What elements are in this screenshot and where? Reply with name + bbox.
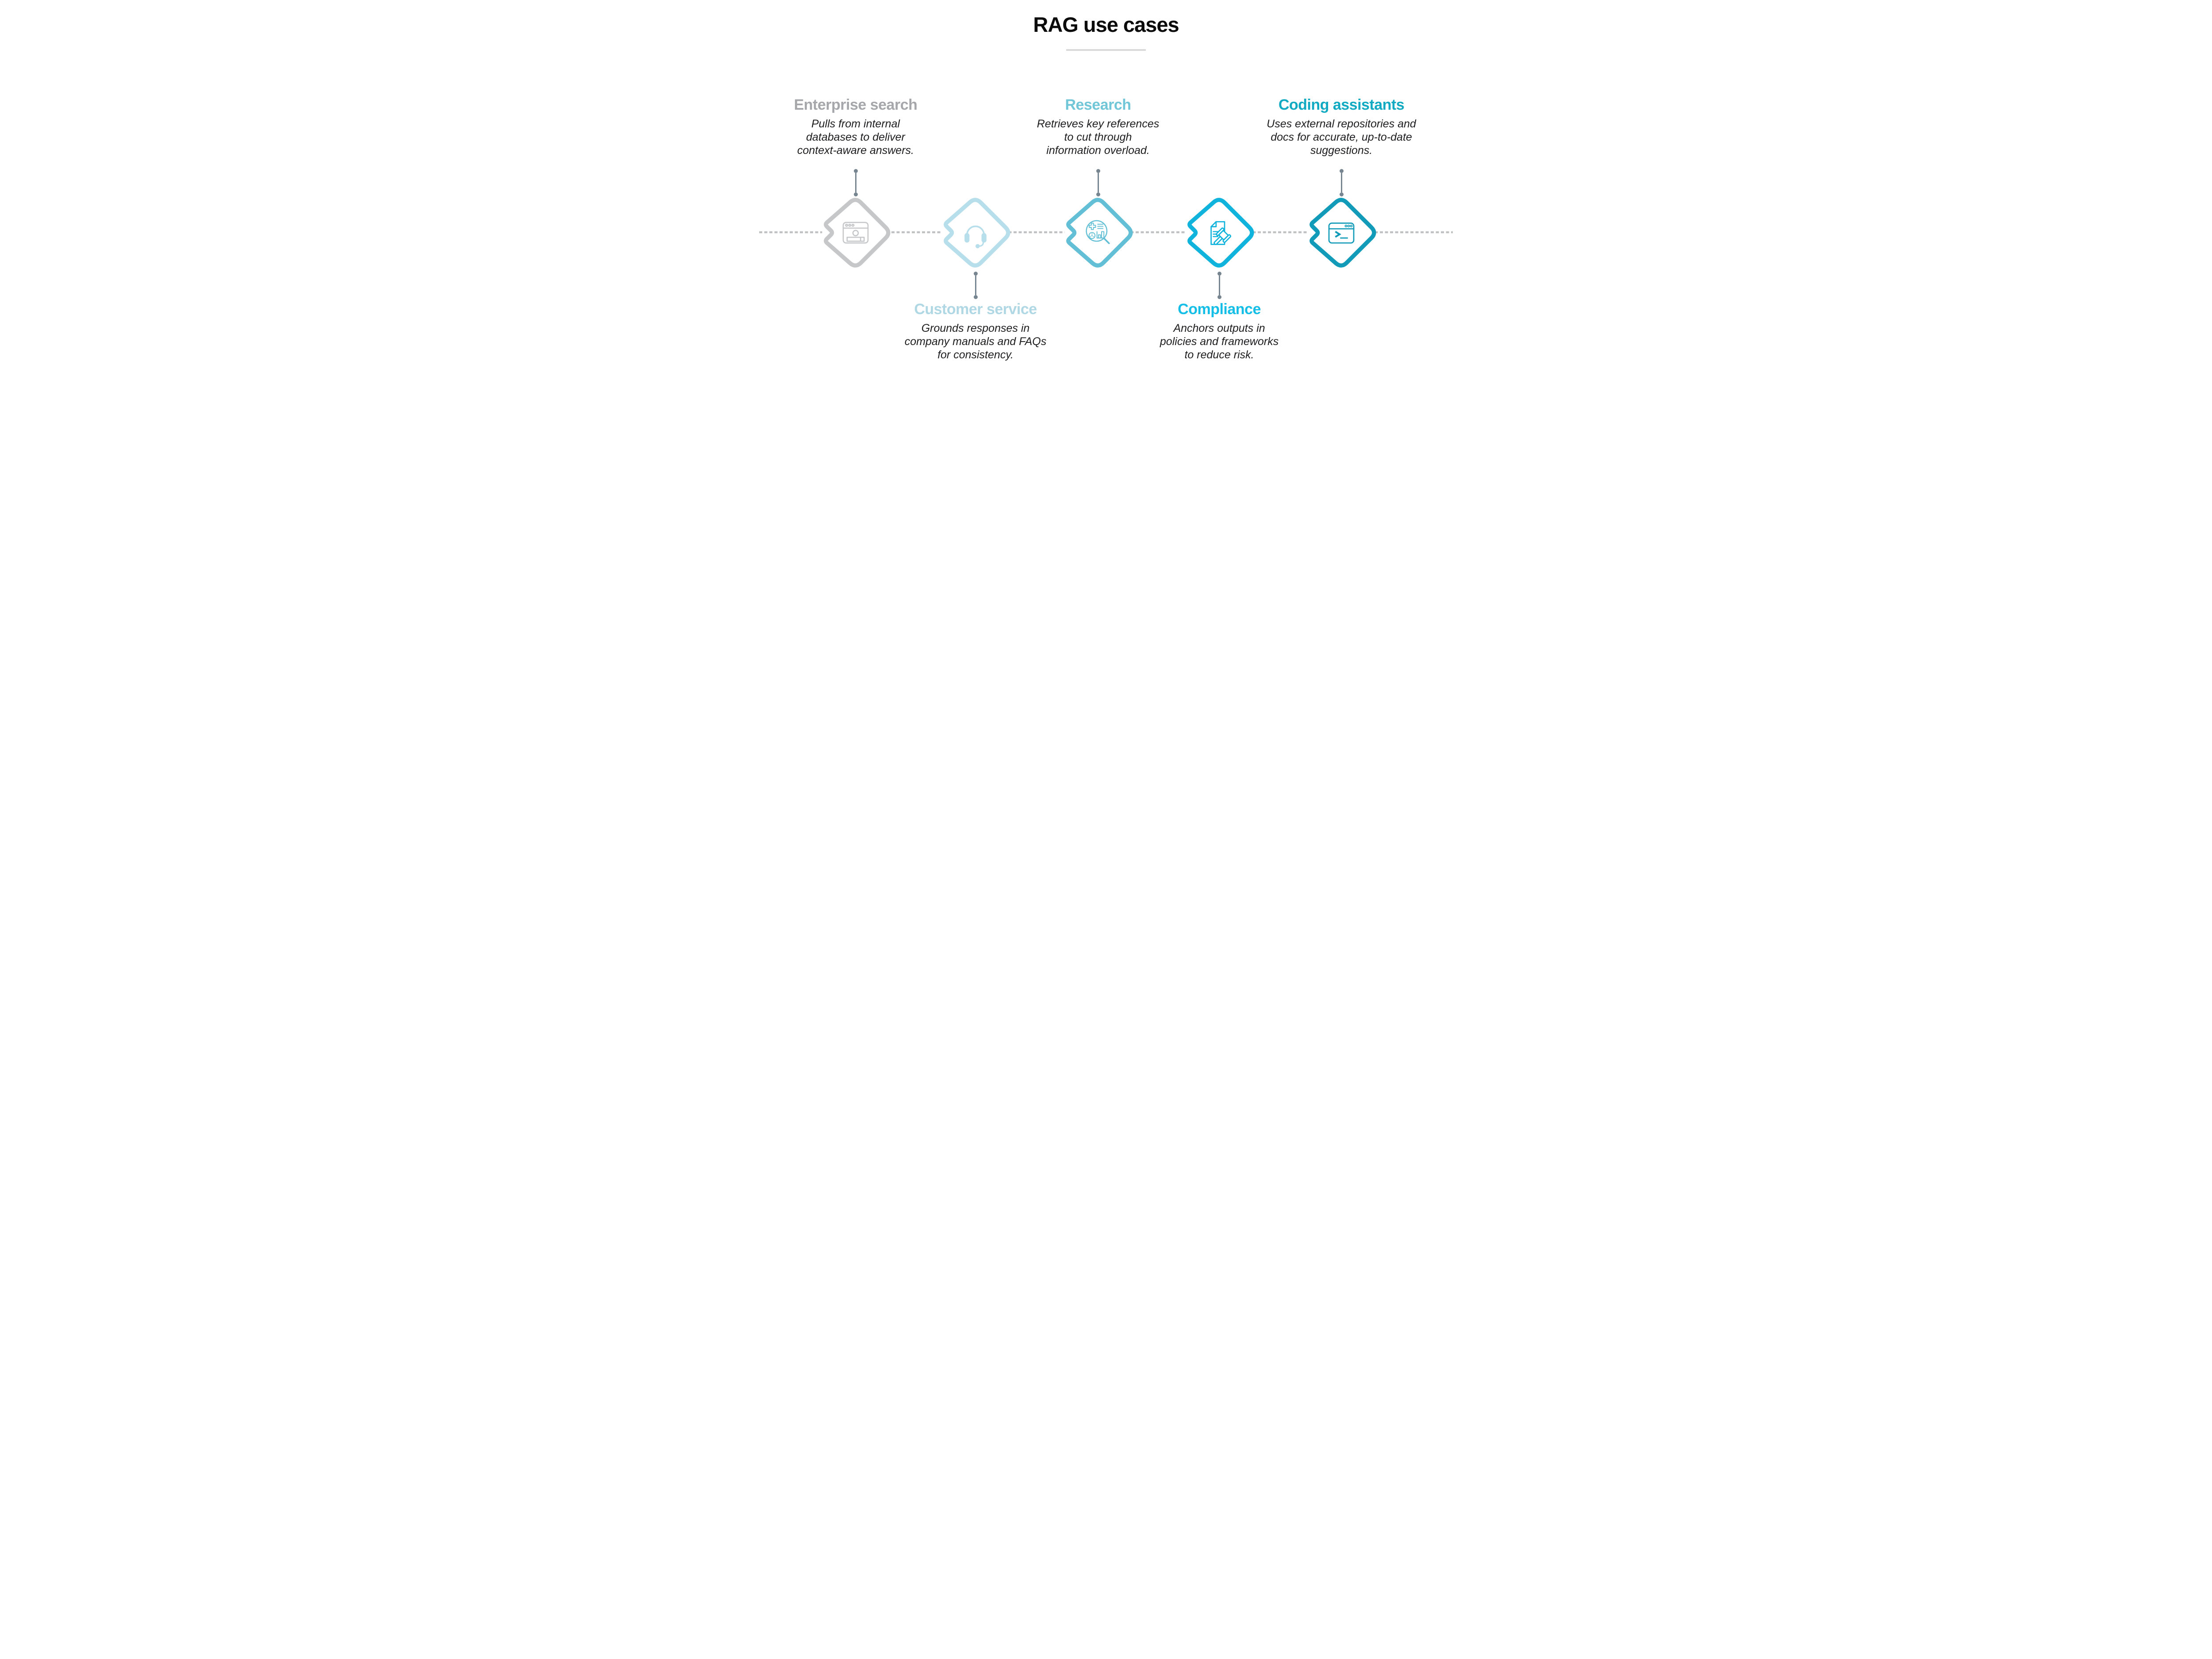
- headset-icon: [964, 225, 987, 249]
- use-case-text-research: Research Retrieves key references to cut…: [1018, 96, 1178, 157]
- use-case-description: Uses external repositories and docs for …: [1267, 118, 1416, 157]
- use-case-label: Research: [1065, 96, 1131, 113]
- use-case-text-coding-assistants: Coding assistants Uses external reposito…: [1253, 96, 1430, 157]
- use-case-diamond-research: [1060, 195, 1136, 270]
- connector-dot: [1339, 192, 1344, 196]
- connector-dot: [853, 169, 858, 173]
- magnifier-analytics-icon: [1086, 220, 1110, 244]
- diamond-shape: [1308, 198, 1376, 268]
- use-case-diamond-compliance: [1182, 195, 1257, 270]
- document-gavel-icon: [1210, 221, 1232, 246]
- diamond-shape: [822, 198, 891, 268]
- page-title: RAG use cases: [1033, 13, 1179, 36]
- connector-dot: [1096, 169, 1100, 173]
- use-case-label: Coding assistants: [1278, 96, 1405, 113]
- browser-window-icon: [842, 222, 869, 244]
- diamond-shape: [1186, 198, 1254, 268]
- connector-line: [1218, 276, 1220, 295]
- use-case-description: Pulls from internal databases to deliver…: [797, 118, 914, 157]
- use-case-text-enterprise-search: Enterprise search Pulls from internal da…: [776, 96, 935, 157]
- use-case-diamond-enterprise-search: [818, 195, 893, 270]
- use-case-description: Retrieves key references to cut through …: [1037, 118, 1160, 157]
- use-case-description: Anchors outputs in policies and framewor…: [1160, 322, 1279, 361]
- title-divider: [1066, 49, 1146, 51]
- connector-dot: [1217, 295, 1221, 299]
- connector-line: [1097, 173, 1099, 192]
- connector-dot: [1096, 192, 1100, 196]
- connector-dot: [1339, 169, 1344, 173]
- use-case-label: Customer service: [914, 301, 1037, 318]
- diamond-shape: [1064, 198, 1133, 268]
- connector-customer-service: [973, 272, 978, 299]
- use-case-text-customer-service: Customer service Grounds responses in co…: [896, 301, 1055, 361]
- connector-research: [1096, 169, 1100, 196]
- connector-enterprise-search: [853, 169, 858, 196]
- use-case-label: Compliance: [1178, 301, 1261, 318]
- use-case-description: Grounds responses in company manuals and…: [904, 322, 1047, 361]
- connector-dot: [1217, 272, 1221, 276]
- connector-dot: [973, 272, 978, 276]
- use-case-diamond-customer-service: [938, 195, 1013, 270]
- connector-dot: [973, 295, 978, 299]
- use-case-text-compliance: Compliance Anchors outputs in policies a…: [1140, 301, 1299, 361]
- use-case-diamond-coding-assistants: [1304, 195, 1379, 270]
- connector-line: [1340, 173, 1342, 192]
- connector-compliance: [1217, 272, 1221, 299]
- connector-coding-assistants: [1339, 169, 1344, 196]
- connector-dot: [853, 192, 858, 196]
- connector-line: [975, 276, 976, 295]
- connector-line: [855, 173, 856, 192]
- terminal-icon: [1328, 223, 1355, 244]
- use-case-label: Enterprise search: [794, 96, 918, 113]
- infographic-canvas: RAG use cases Enterprise search Pulls fr…: [759, 0, 1453, 390]
- diamond-shape: [942, 198, 1010, 268]
